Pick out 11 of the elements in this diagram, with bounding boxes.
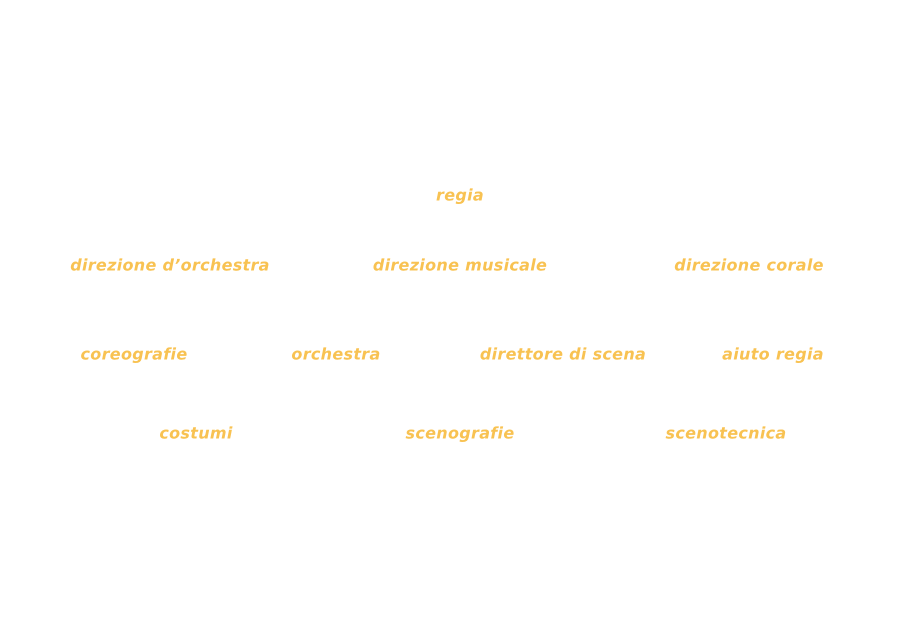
role-label: aiuto regia xyxy=(722,344,824,364)
role-label: regia xyxy=(436,186,484,204)
role-label: coreografie xyxy=(80,344,188,364)
role-label: scenotecnica xyxy=(666,424,786,442)
role-label: direttore di scena xyxy=(480,344,646,364)
role-label: scenografie xyxy=(406,424,514,442)
role-label: direzione d’orchestra xyxy=(70,256,270,274)
role-label: orchestra xyxy=(291,344,381,364)
role-label: costumi xyxy=(159,424,233,442)
role-label: direzione corale xyxy=(674,256,824,274)
role-label: direzione musicale xyxy=(372,256,548,274)
